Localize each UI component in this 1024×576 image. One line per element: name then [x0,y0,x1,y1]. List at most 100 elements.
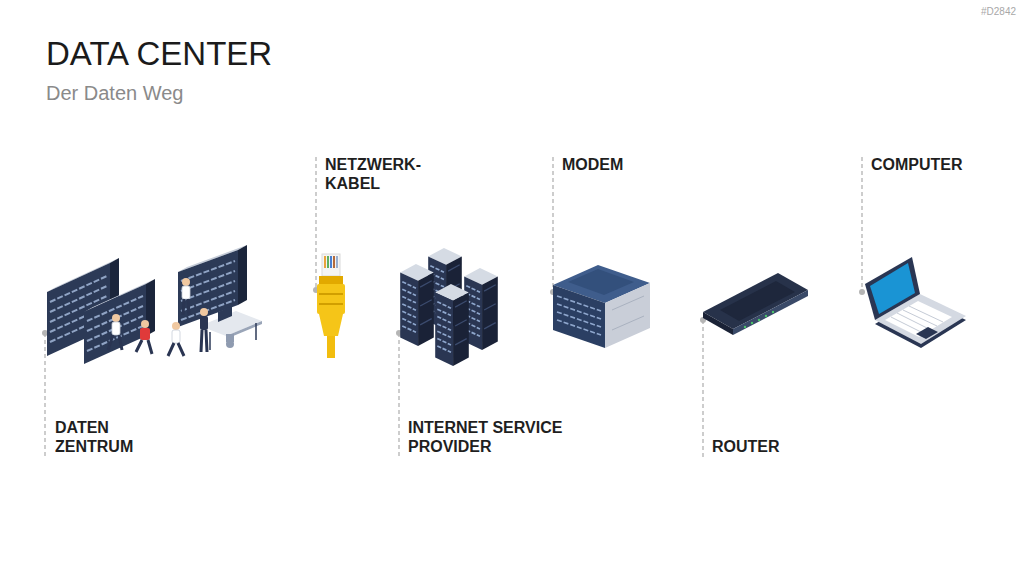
leader-line [702,320,704,458]
data-center-illustration [226,334,234,342]
isp-server-illustration [400,264,434,346]
data-center-illustration [140,328,150,340]
data-center-illustration [209,332,211,350]
network-cable-illustration [324,256,326,268]
data-center-illustration [201,330,207,352]
watermark: #D2842 [981,6,1016,17]
isp-server-illustration [400,248,498,366]
laptop-illustration [903,310,937,326]
router-illustration [733,290,808,335]
data-center-illustration [218,306,232,322]
data-center-illustration [112,314,120,322]
device-label-node: ROUTER [712,437,832,456]
leader-line [552,157,554,292]
leader-line [315,157,317,290]
data-center-illustration [146,279,155,336]
data-center-illustration [200,316,208,330]
router-illustration [703,273,808,335]
laptop-illustration [870,263,915,314]
modem-illustration [553,285,605,348]
network-cable-illustration [333,256,335,268]
network-cable-illustration [327,256,329,268]
network-cable-illustration [319,276,343,284]
network-cable-illustration [319,293,343,295]
router-illustration [772,311,774,313]
laptop-illustration [865,257,966,348]
data-center-illustration [141,320,149,328]
network-cable-illustration [319,294,343,304]
modem-illustration [557,296,601,311]
router-illustration [703,312,733,335]
data-center-illustration [87,296,143,321]
network-cable-illustration [325,256,337,268]
modem-illustration [557,304,601,319]
router-illustration [758,319,760,321]
data-center-illustration [238,245,247,305]
modem-illustration [612,296,644,330]
data-center-illustration [136,340,152,354]
network-cable-illustration [327,336,335,358]
modem-illustration [557,296,601,335]
subtitle: Der Daten Weg [46,82,183,105]
data-center-illustration [183,299,189,315]
device-label: NETZWERK- KABEL [325,155,430,193]
isp-server-illustration [464,268,498,350]
network-cable-illustration [330,256,332,268]
network-cable-illustration [336,256,338,268]
modem-illustration [557,320,601,335]
laptop-illustration [865,257,920,320]
device-label-node: NETZWERK- KABEL [325,155,430,193]
modem-illustration [605,283,650,348]
device-label-node: COMPUTER [871,155,1001,174]
router-illustration [744,326,746,328]
laptop-illustration [916,327,938,339]
data-center-illustration [182,278,190,286]
data-center-illustration [108,335,122,350]
data-center-illustration [178,250,238,327]
data-center-illustration [87,296,143,351]
laptop-illustration [891,306,943,334]
data-center-illustration [210,323,256,350]
data-center-illustration [200,308,208,316]
network-cable-illustration [322,254,340,276]
network-cable-illustration [317,254,345,358]
network-cable-illustration [319,303,343,305]
data-center-illustration [172,330,180,343]
data-center-illustration [182,286,190,299]
network-cable-illustration [317,284,345,314]
leader-line [44,333,46,458]
network-cable-illustration [319,314,343,336]
data-center-illustration [168,343,184,356]
router-illustration [765,315,767,317]
device-label-node: INTERNET SERVICE PROVIDER [408,418,593,456]
modem-illustration [612,296,644,310]
data-center-illustration [112,322,120,335]
title: DATA CENTER [46,35,272,73]
leader-dot [859,289,865,295]
isp-server-illustration [435,284,469,366]
data-center-illustration [172,322,180,330]
modem-illustration [557,312,601,327]
data-center-illustration [255,323,257,340]
laptop-illustration [891,317,925,334]
device-label: ROUTER [712,437,832,456]
device-label: MODEM [562,155,682,174]
device-label: INTERNET SERVICE PROVIDER [408,418,593,456]
modem-illustration [553,265,650,348]
device-label-node: MODEM [562,155,682,174]
leader-line [45,157,862,458]
data-center-illustration [47,245,262,364]
modem-illustration [568,269,634,295]
data-center-illustration [181,261,235,281]
router-illustration [720,281,795,321]
router-illustration [751,322,753,324]
leader-line [398,333,400,458]
laptop-illustration [909,306,943,322]
modem-illustration [612,316,644,330]
router-illustration [744,311,774,328]
device-label-node: DATEN ZENTRUM [55,418,185,456]
leader-line [861,157,863,292]
device-label: COMPUTER [871,155,1001,174]
device-label: DATEN ZENTRUM [55,418,185,456]
